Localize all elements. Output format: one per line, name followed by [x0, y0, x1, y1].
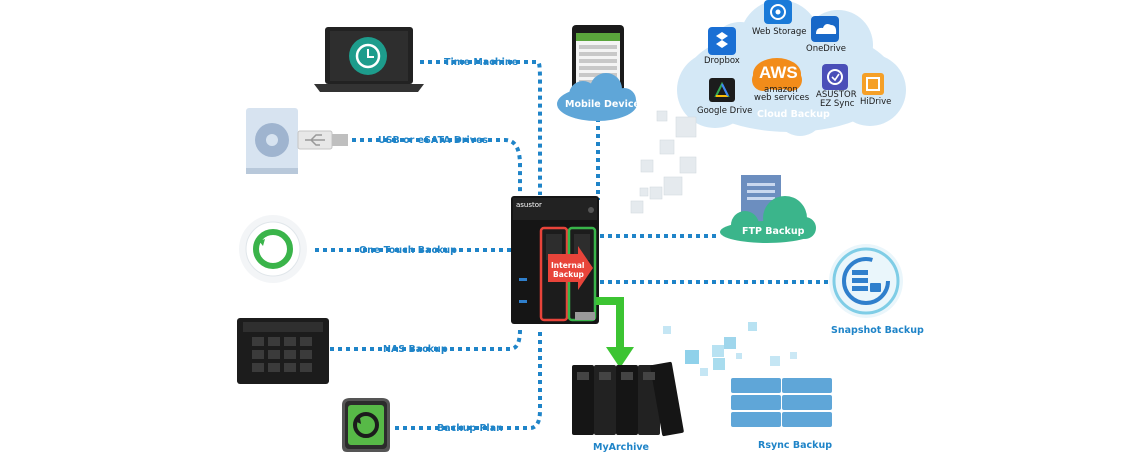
snapshot-icon: [829, 244, 903, 318]
label-mobile-device: Mobile Device: [565, 99, 640, 110]
label-dropbox: Dropbox: [704, 56, 740, 66]
label-one-touch: One Touch Backup: [359, 245, 457, 256]
label-nas-backup: NAS Backup: [383, 344, 448, 355]
label-google-drive: Google Drive: [697, 106, 753, 116]
myarchive-drives-icon: [572, 361, 684, 437]
connector-nas: [330, 329, 522, 351]
asustor-ezsync-icon: [822, 64, 848, 90]
label-aws-line2: web services: [754, 93, 810, 103]
label-internal-backup-line2: Backup: [553, 270, 584, 279]
label-time-machine: Time Machine: [444, 57, 519, 68]
backup-plan-icon: [342, 398, 390, 452]
connectors: [315, 60, 832, 430]
connector-usb: [352, 138, 522, 195]
myarchive-arrow: [596, 297, 634, 368]
nas-brand-logo: asustor: [516, 201, 542, 209]
label-asustor-line2: EZ Sync: [820, 99, 855, 109]
label-web-storage: Web Storage: [752, 27, 807, 37]
onedrive-icon: [811, 16, 839, 42]
label-asustor-line1: ASUSTOR: [816, 90, 857, 100]
rsync-pixels: [663, 322, 797, 376]
label-usb-esata: USB or eSATA Drives: [378, 135, 489, 146]
aws-logo-text: AWS: [759, 63, 798, 82]
label-rsync-backup: Rsync Backup: [758, 440, 833, 451]
label-ftp-backup: FTP Backup: [742, 226, 805, 237]
decorative-cubes: [630, 110, 697, 214]
hidrive-icon: [862, 73, 884, 95]
mobile-cloud: [557, 73, 637, 121]
one-touch-icon: [239, 215, 307, 283]
google-drive-icon: [709, 78, 735, 102]
label-aws-line1: amazon: [764, 85, 798, 95]
label-onedrive: OneDrive: [806, 44, 846, 54]
aws-icon: [752, 58, 802, 91]
laptop-icon: [314, 27, 424, 92]
label-cloud-backup: Cloud Backup: [757, 109, 830, 120]
rsync-servers-icon: [731, 378, 832, 427]
label-backup-plan: Backup Plan: [437, 423, 503, 434]
web-storage-icon: [764, 0, 792, 24]
label-snapshot-backup: Snapshot Backup: [831, 325, 924, 336]
label-hidrive: HiDrive: [860, 97, 892, 107]
dropbox-icon: [708, 27, 736, 55]
ftp-server-icon: [720, 175, 816, 243]
connector-time-machine: [420, 60, 542, 195]
connector-backup-plan: [395, 330, 542, 430]
nas-device-icon: [237, 318, 329, 384]
label-myarchive: MyArchive: [593, 442, 649, 453]
central-nas-icon: [511, 196, 599, 324]
usb-drive-icon: [246, 108, 348, 174]
label-internal-backup-line1: Internal: [551, 261, 585, 270]
